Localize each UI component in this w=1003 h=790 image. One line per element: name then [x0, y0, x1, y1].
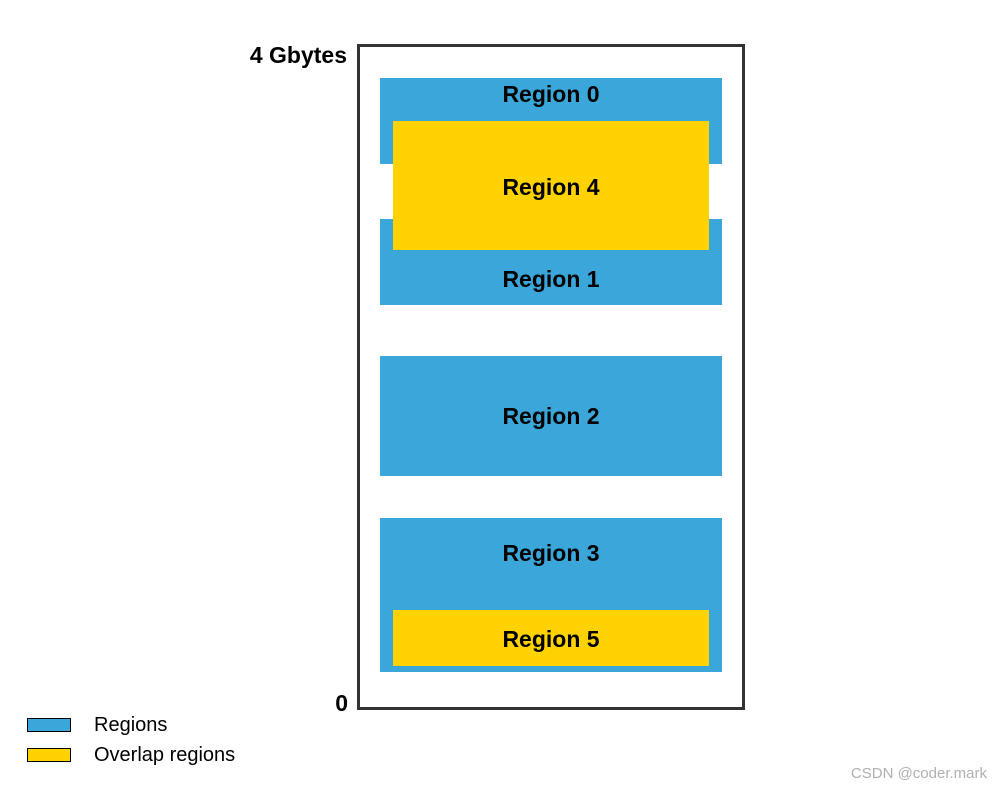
region-5-label: Region 5 — [502, 626, 600, 652]
legend-item-overlap: Overlap regions — [27, 744, 235, 766]
overlap-region-4: Region 4 — [393, 121, 709, 250]
region-0-label: Region 0 — [502, 81, 600, 107]
legend-label-regions: Regions — [94, 713, 168, 736]
address-top-label: 4 Gbytes — [249, 42, 347, 68]
region-2: Region 2 — [380, 356, 722, 476]
region-2-label: Region 2 — [502, 403, 600, 429]
overlap-region-5: Region 5 — [393, 610, 709, 666]
legend-item-regions: Regions — [27, 714, 167, 736]
legend-swatch-regions — [27, 718, 71, 732]
region-4-label: Region 4 — [502, 174, 600, 200]
region-3-label: Region 3 — [502, 540, 600, 566]
address-bottom-label: 0 — [335, 690, 348, 716]
watermark: CSDN @coder.mark — [850, 765, 987, 782]
region-1-label: Region 1 — [502, 266, 600, 292]
legend-label-overlap: Overlap regions — [94, 743, 236, 766]
memory-map: Region 0 Region 1 Region 2 Region 3 Regi… — [357, 44, 745, 710]
legend-swatch-overlap — [27, 748, 71, 762]
